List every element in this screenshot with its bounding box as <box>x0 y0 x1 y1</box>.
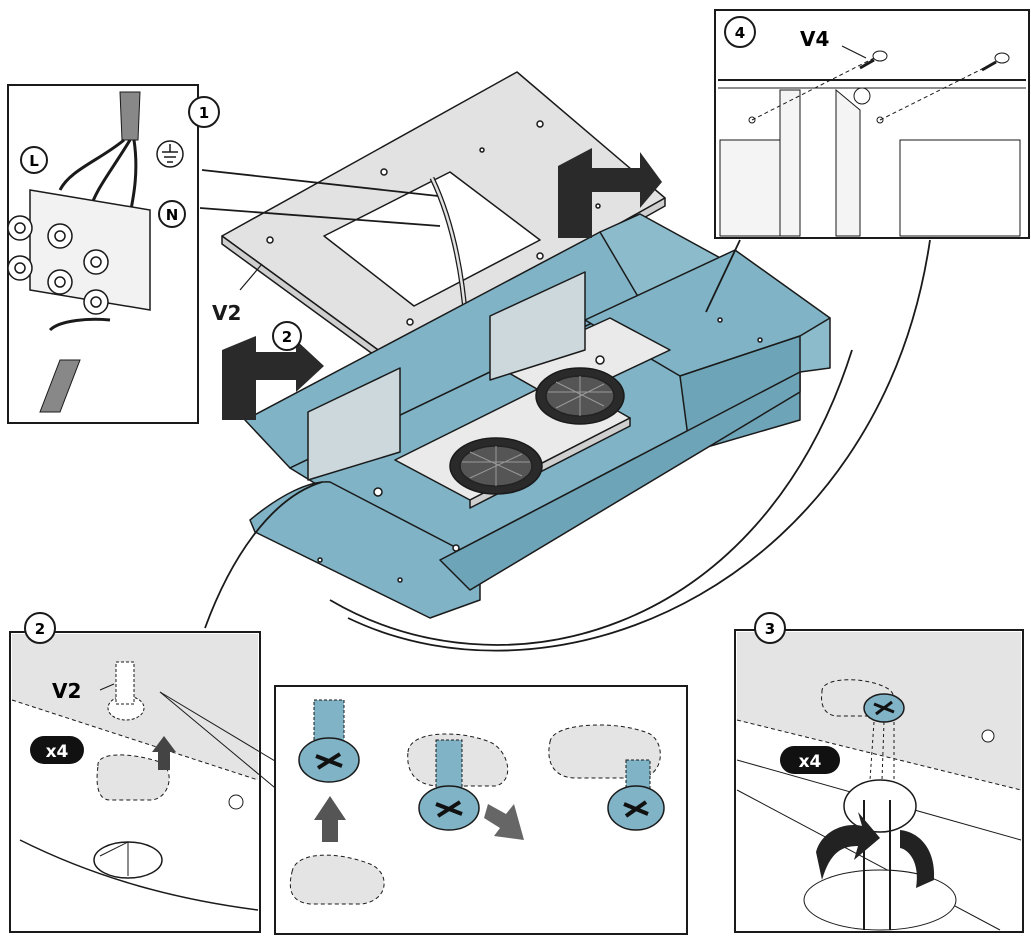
step-3-label: 3 <box>765 620 775 638</box>
v4-label: V4 <box>800 27 829 51</box>
live-label: L <box>29 152 39 170</box>
qty-step2-badge: x4 <box>46 742 69 762</box>
panel-2-detail: V2 x4 2 <box>9 612 281 933</box>
panel-1-wiring: L N 1 <box>7 84 220 424</box>
ground-icon <box>156 140 184 168</box>
housing-slide-arrow <box>222 336 324 420</box>
front-flap <box>249 481 481 619</box>
v2-main-label: V2 <box>212 301 241 325</box>
screw-v4-right <box>981 52 1010 72</box>
neutral-label: N <box>166 206 179 224</box>
screw-sequence-panel <box>274 685 688 935</box>
cover-lift-arrow <box>558 148 662 238</box>
step-1-label: 1 <box>199 104 209 122</box>
svg-text:2: 2 <box>282 328 292 346</box>
fan-left <box>449 437 543 495</box>
step-2-main-badge: 2 <box>272 321 302 351</box>
panel-3-detail: x4 3 <box>734 612 1024 933</box>
rotate-arrow-left-icon <box>816 812 880 880</box>
rotate-arrow-right-icon <box>900 830 935 888</box>
fan-right <box>535 367 625 425</box>
step-4-label: 4 <box>735 24 745 42</box>
connector-curves <box>199 169 931 652</box>
panel-4-top-screws: V4 4 <box>714 9 1030 239</box>
step-2-detail-label: 2 <box>35 620 45 638</box>
screw-v4-left <box>859 50 888 70</box>
v2-main-callout: V2 <box>212 263 263 325</box>
qty-step3-badge: x4 <box>799 752 822 772</box>
v2-detail-label: V2 <box>52 679 81 703</box>
main-assembly <box>221 71 831 619</box>
